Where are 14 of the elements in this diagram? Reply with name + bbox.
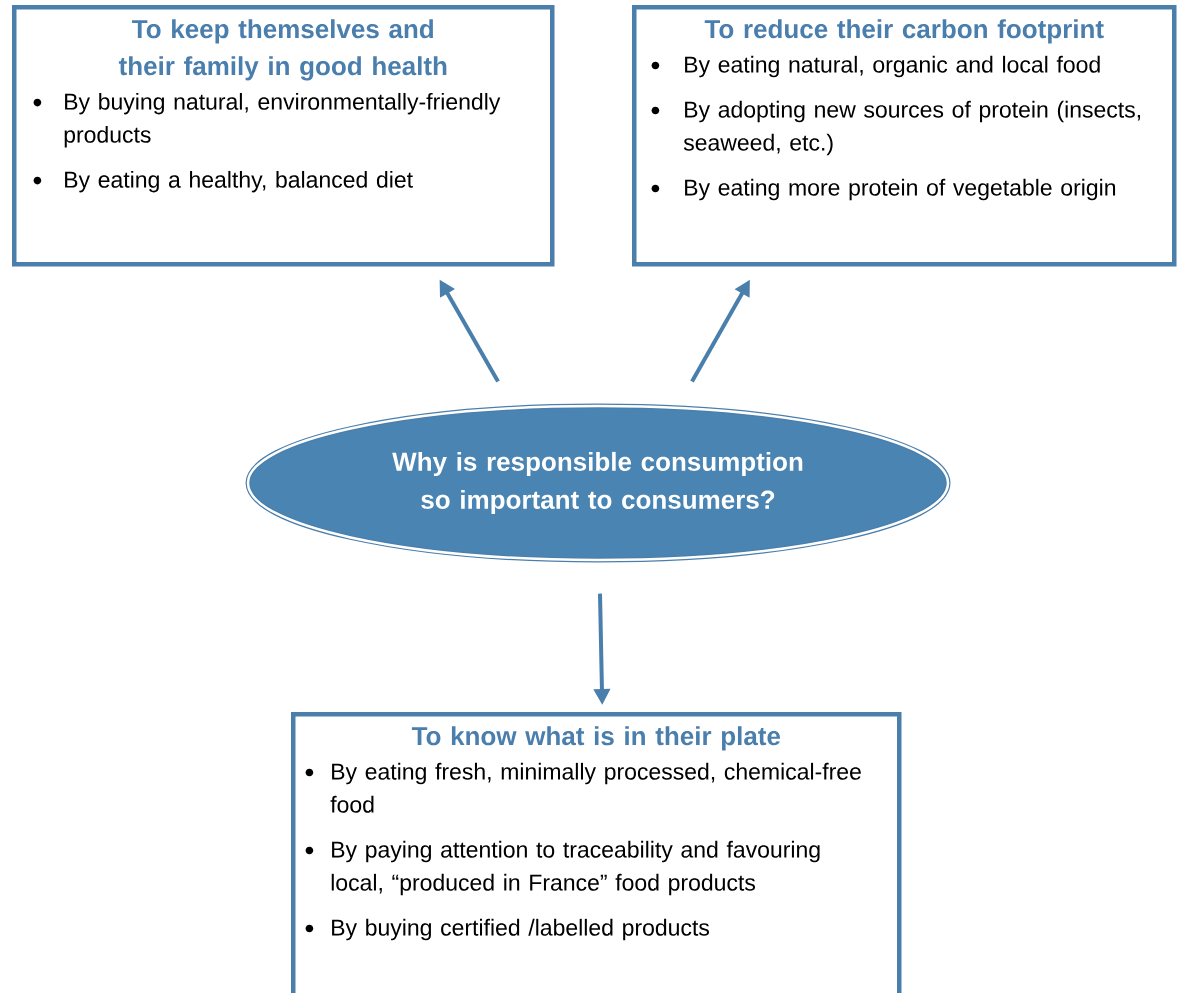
list-item: By buying natural, environmentally-friendly products: [64, 92, 501, 148]
list-item: By eating more protein of vegetable origin: [685, 178, 1116, 201]
list-item: By eating a healthy, balanced diet: [65, 170, 413, 193]
text-box: [632, 5, 1177, 267]
box-heading: To reduce their carbon footprint: [704, 19, 1104, 44]
text-box: [12, 5, 555, 267]
box-heading: To know what is in their plate: [411, 726, 781, 751]
list-item: By paying attention to traceability and favouring local, “produced in France” food products: [331, 840, 820, 896]
list-item: By buying certified /labelled products: [332, 918, 709, 941]
box-heading: To keep themselves and their family in good health: [118, 19, 447, 81]
list-item: By adopting new sources of protein (insects, seaweed, etc.): [683, 100, 1140, 156]
text-box: [291, 712, 902, 993]
list-item: By eating natural, organic and local food: [685, 55, 1100, 78]
list-item: By eating fresh, minimally processed, chemical-free food: [330, 762, 861, 813]
